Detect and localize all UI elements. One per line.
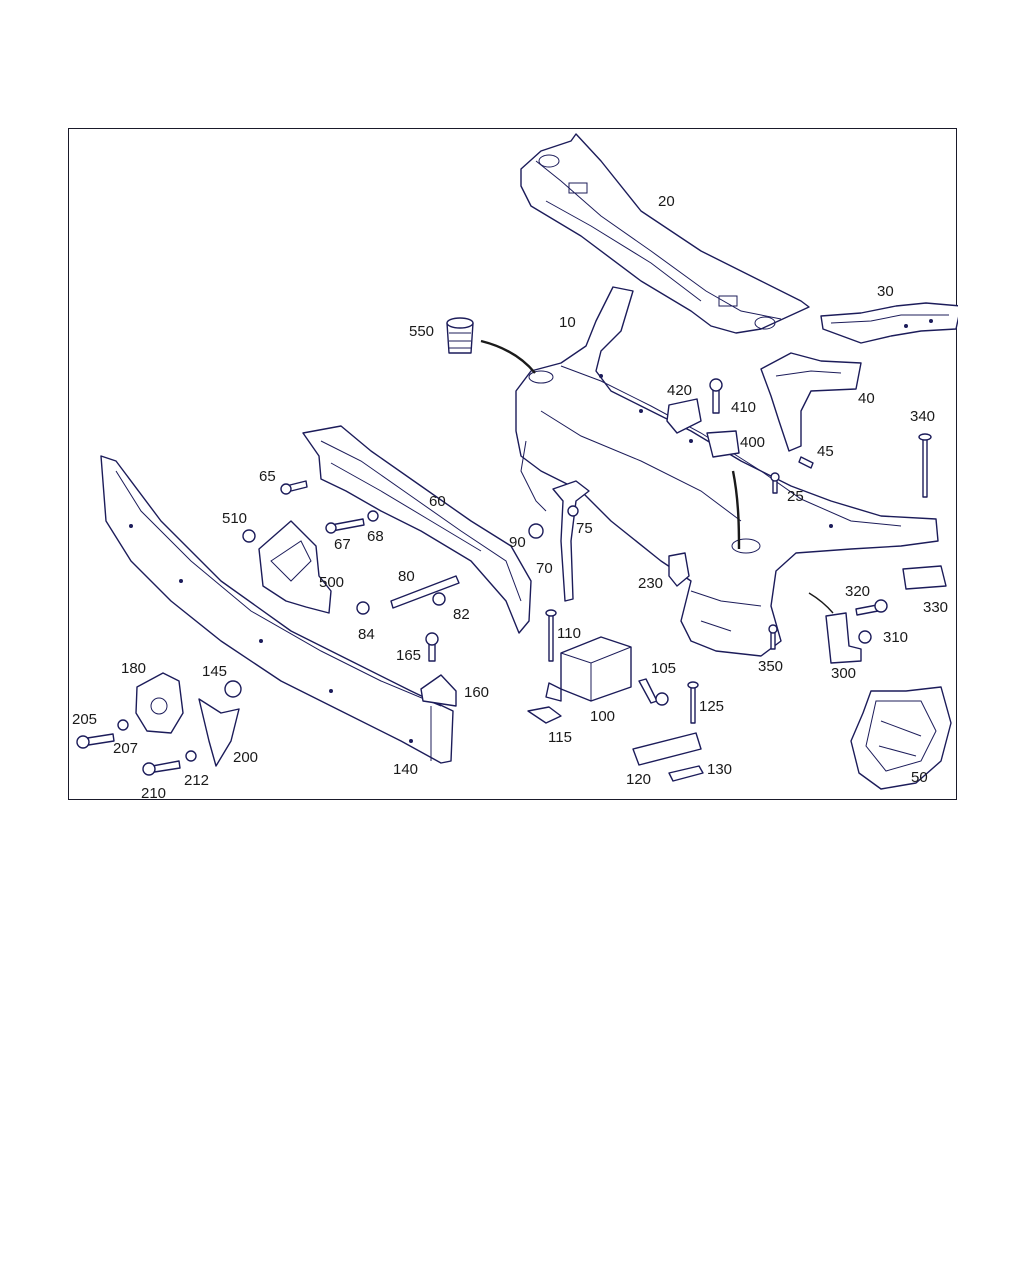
part-100-box[interactable] xyxy=(545,636,632,702)
parts-diagram: 20 30 10 550 420 410 40 340 400 45 65 25… xyxy=(72,133,958,801)
label-90: 90 xyxy=(509,534,526,551)
part-330-mount[interactable] xyxy=(902,565,947,590)
label-420: 420 xyxy=(667,382,692,399)
part-420-clip[interactable] xyxy=(666,398,702,434)
part-20-cross-member[interactable] xyxy=(520,133,810,334)
label-140: 140 xyxy=(393,761,418,778)
part-70-strut[interactable] xyxy=(552,480,590,602)
part-230-clip[interactable] xyxy=(668,552,690,587)
part-300-bracket[interactable] xyxy=(825,612,862,664)
label-100: 100 xyxy=(590,708,615,725)
label-210: 210 xyxy=(141,785,166,801)
leader-300 xyxy=(808,592,834,614)
label-550: 550 xyxy=(409,323,434,340)
label-500: 500 xyxy=(319,574,344,591)
label-160: 160 xyxy=(464,684,489,701)
part-500-bracket[interactable] xyxy=(258,520,332,614)
leader-400 xyxy=(731,470,741,550)
label-75: 75 xyxy=(576,520,593,537)
diagram-frame: 20 30 10 550 420 410 40 340 400 45 65 25… xyxy=(68,128,958,801)
leader-550 xyxy=(480,339,536,374)
label-82: 82 xyxy=(453,606,470,623)
part-115-plate[interactable] xyxy=(527,706,562,724)
label-145: 145 xyxy=(202,663,227,680)
label-60: 60 xyxy=(429,493,446,510)
label-105: 105 xyxy=(651,660,676,677)
label-65: 65 xyxy=(259,468,276,485)
label-68: 68 xyxy=(367,528,384,545)
part-120-block[interactable] xyxy=(632,732,702,766)
label-40: 40 xyxy=(858,390,875,407)
label-320: 320 xyxy=(845,583,870,600)
label-25: 25 xyxy=(787,488,804,505)
bolt-fasteners xyxy=(76,378,932,776)
part-200-bracket[interactable] xyxy=(198,698,240,767)
part-50-mount[interactable] xyxy=(850,686,952,790)
label-80: 80 xyxy=(398,568,415,585)
part-60-front-support[interactable] xyxy=(302,425,532,634)
label-50: 50 xyxy=(911,769,928,786)
label-410: 410 xyxy=(731,399,756,416)
part-160-bracket[interactable] xyxy=(420,674,457,707)
label-130: 130 xyxy=(707,761,732,778)
label-84: 84 xyxy=(358,626,375,643)
label-205: 205 xyxy=(72,711,97,728)
part-40-bracket[interactable] xyxy=(760,352,862,452)
label-110: 110 xyxy=(557,625,581,642)
part-180-plate[interactable] xyxy=(135,672,184,734)
label-400: 400 xyxy=(740,434,765,451)
part-130-plate[interactable] xyxy=(668,765,704,782)
label-310: 310 xyxy=(883,629,908,646)
label-45: 45 xyxy=(817,443,834,460)
label-30: 30 xyxy=(877,283,894,300)
label-230: 230 xyxy=(638,575,663,592)
label-340: 340 xyxy=(910,408,935,425)
part-10-main-frame[interactable] xyxy=(515,286,939,657)
part-30-bracket[interactable] xyxy=(820,302,958,344)
part-140-bumper-beam[interactable] xyxy=(100,455,454,764)
label-200: 200 xyxy=(233,749,258,766)
part-400-clip[interactable] xyxy=(706,430,740,458)
label-20: 20 xyxy=(658,193,675,210)
label-120: 120 xyxy=(626,771,651,788)
label-212: 212 xyxy=(184,772,209,789)
label-207: 207 xyxy=(113,740,138,757)
part-labels: 20 30 10 550 420 410 40 340 400 45 65 25… xyxy=(72,193,948,801)
label-67: 67 xyxy=(334,536,351,553)
part-550-bump-stop[interactable] xyxy=(446,317,474,354)
label-165: 165 xyxy=(396,647,421,664)
label-350: 350 xyxy=(758,658,783,675)
label-125: 125 xyxy=(699,698,724,715)
label-510: 510 xyxy=(222,510,247,527)
label-70: 70 xyxy=(536,560,553,577)
label-115: 115 xyxy=(548,729,572,746)
label-10: 10 xyxy=(559,314,576,331)
label-330: 330 xyxy=(923,599,948,616)
label-180: 180 xyxy=(121,660,146,677)
label-300: 300 xyxy=(831,665,856,682)
